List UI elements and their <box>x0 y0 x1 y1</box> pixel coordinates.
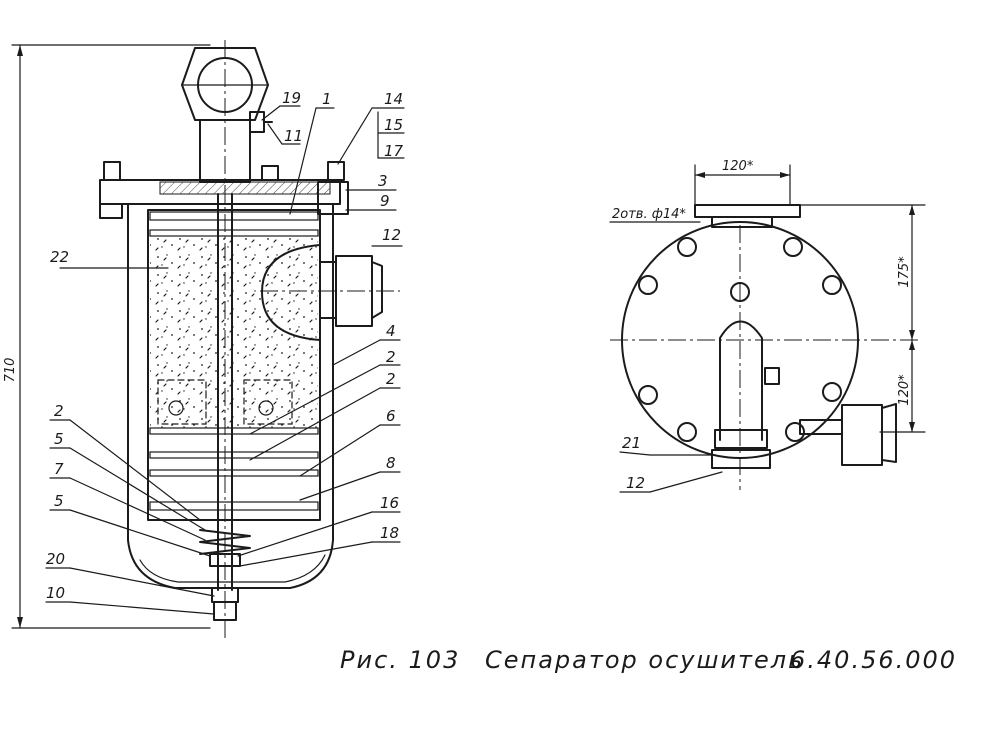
callout-15: 15 <box>384 116 403 134</box>
callout-5-b: 5 <box>54 492 64 510</box>
plate-upper <box>149 229 319 237</box>
callout-1: 1 <box>322 90 332 108</box>
upper-dimension-label: 175* <box>897 256 912 288</box>
callout-11: 11 <box>284 127 303 145</box>
caption-figure-number: Рис. 103 <box>340 646 460 674</box>
callout-2-a: 2 <box>386 348 396 366</box>
plate-mid-2 <box>149 451 319 459</box>
side-outlet <box>260 244 400 341</box>
front-section-view: 7 10 <box>3 40 400 640</box>
callout-19: 19 <box>282 89 301 107</box>
callout-4: 4 <box>386 322 396 340</box>
callout-2-b: 2 <box>386 370 396 388</box>
callout-3: 3 <box>378 172 388 190</box>
caption-title: Сепаратор осушитель <box>485 646 804 674</box>
cover-hatch <box>159 181 331 195</box>
callout-8: 8 <box>386 454 396 472</box>
lower-dimension-label: 120* <box>897 374 912 406</box>
bottom-fitting <box>711 449 771 469</box>
callout-2-c: 2 <box>54 402 64 420</box>
flange-bolts <box>638 237 842 442</box>
height-dimension: 7 10 <box>3 44 211 629</box>
side-outlet-fitting <box>841 404 883 466</box>
callout-7: 7 <box>54 460 64 478</box>
figure-caption: Рис. 103 Сепаратор осушитель 6.40.56.000 <box>340 646 957 674</box>
inner-cartridge <box>147 209 321 521</box>
callout-16: 16 <box>380 494 399 512</box>
cover-bolt-left <box>99 161 123 219</box>
cover-bolt-mid <box>261 165 279 181</box>
callout-5-a: 5 <box>54 430 64 448</box>
desiccant-fill <box>150 238 318 428</box>
plate-bottom <box>149 501 319 511</box>
front-callouts: 19 11 1 14 15 17 3 9 12 4 2 2 6 8 16 18 … <box>45 89 405 615</box>
center-nut <box>730 282 750 302</box>
basket-left <box>157 379 207 425</box>
callout-18: 18 <box>380 524 399 542</box>
callout-14: 14 <box>384 90 403 108</box>
plate-mid-1 <box>149 427 319 435</box>
inlet-pipe <box>719 320 763 441</box>
vent-valve <box>239 111 273 133</box>
callout-12: 12 <box>382 226 401 244</box>
callout-10: 10 <box>46 584 65 602</box>
bolt-spacing-label: 120* <box>722 159 754 174</box>
plate-mid-3 <box>149 469 319 477</box>
callout-9: 9 <box>380 192 390 210</box>
caption-drawing-number: 6.40.56.000 <box>790 646 957 674</box>
callout-6: 6 <box>386 407 396 425</box>
side-callout-21: 21 <box>622 434 641 452</box>
callout-20: 20 <box>46 550 65 568</box>
side-valve <box>764 367 780 385</box>
side-view: 120* 2отв. ф14* 175* 120* 21 12 <box>609 159 926 493</box>
holes-note: 2отв. ф14* <box>612 207 686 222</box>
mounting-bracket <box>694 204 801 218</box>
callout-22: 22 <box>50 248 69 266</box>
cover-bolt-right <box>327 161 345 181</box>
callout-17: 17 <box>384 142 404 160</box>
plate-top <box>149 211 319 221</box>
side-callout-12: 12 <box>626 474 645 492</box>
top-cover <box>99 179 341 205</box>
height-dimension-label: 710 <box>3 358 18 383</box>
